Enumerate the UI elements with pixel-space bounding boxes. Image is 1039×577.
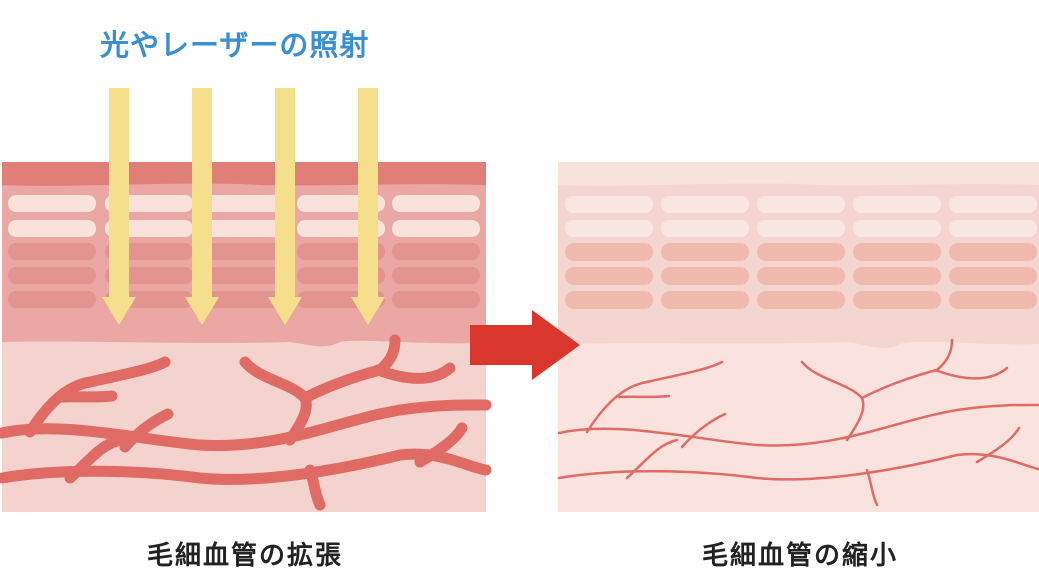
- skin-surface: [558, 162, 1039, 186]
- transition-arrow-icon: [470, 310, 580, 380]
- caption-dilated: 毛細血管の拡張: [146, 541, 344, 571]
- diagram-title: 光やレーザーの照射: [100, 28, 370, 62]
- cell-rows: [565, 196, 1037, 309]
- light-arrow-icon: [351, 88, 385, 325]
- panel-dilated: [2, 162, 486, 512]
- light-arrows: [102, 88, 385, 325]
- light-arrow-icon: [185, 88, 219, 325]
- light-arrow-icon: [102, 88, 136, 325]
- skin-surface: [2, 162, 486, 186]
- cell-rows: [8, 195, 480, 308]
- caption-constricted: 毛細血管の縮小: [701, 541, 899, 571]
- panel-constricted: [557, 162, 1039, 512]
- light-arrow-icon: [268, 88, 302, 325]
